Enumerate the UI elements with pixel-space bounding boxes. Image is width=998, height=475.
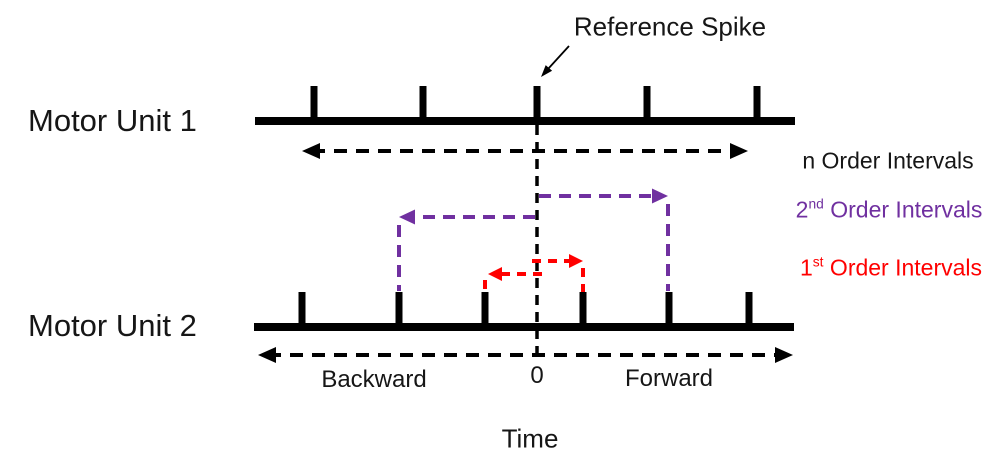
arrowhead-left-icon: [302, 143, 320, 159]
arrowhead-right-icon: [652, 188, 668, 204]
motor-unit-2-spike: [298, 292, 306, 331]
pointer-line: [547, 45, 570, 70]
motor-unit-2-spike: [395, 292, 403, 331]
zero-label: 0: [530, 361, 544, 389]
second-order-num: 2: [795, 196, 809, 223]
motor-unit-1-spike: [643, 86, 651, 125]
n-order-intervals-label: n Order Intervals: [802, 147, 974, 174]
motor-unit-1-spike: [753, 86, 761, 125]
arrowhead-left-icon: [488, 267, 502, 281]
motor-unit-1-spike: [533, 86, 541, 125]
motor-unit-2-train: [254, 292, 794, 331]
second-order-forward-arrow: [539, 188, 670, 291]
reference-spike-label: Reference Spike: [573, 11, 767, 42]
motor-unit-1-label: Motor Unit 1: [28, 102, 197, 138]
arrowhead-left-icon: [258, 347, 276, 363]
arrowhead-down-left-icon: [541, 65, 553, 77]
motor-unit-1-baseline: [255, 117, 795, 125]
time-axis-label: Time: [501, 423, 559, 454]
forward-label: Forward: [624, 364, 714, 392]
first-order-num: 1: [799, 254, 813, 281]
second-order-rest: Order Intervals: [830, 196, 983, 223]
second-order-backward-arrow: [397, 209, 535, 291]
second-order-intervals-label: 2nd Order Intervals: [796, 197, 983, 222]
first-order-intervals-label: 1st Order Intervals: [800, 255, 982, 280]
arrowhead-left-icon: [399, 209, 415, 225]
motor-unit-1-spike: [419, 86, 427, 125]
arrowhead-right-icon: [730, 143, 748, 159]
motor-unit-2-spike: [481, 292, 489, 331]
first-order-sup: st: [812, 254, 824, 270]
motor-unit-2-baseline: [254, 323, 794, 331]
motor-unit-1-train: [255, 86, 795, 125]
n-order-interval-arrow: [302, 143, 748, 159]
second-order-sup: nd: [808, 196, 824, 212]
backward-label: Backward: [321, 365, 427, 393]
motor-unit-2-spike: [745, 292, 753, 331]
arrowhead-right-icon: [569, 254, 583, 268]
arrowhead-right-icon: [775, 347, 793, 363]
motor-unit-2-label: Motor Unit 2: [28, 307, 197, 343]
motor-unit-2-spike: [579, 292, 587, 331]
time-axis-arrow: [258, 347, 793, 363]
motor-unit-1-spike: [310, 86, 318, 125]
motor-unit-2-spike: [665, 292, 673, 331]
first-order-rest: Order Intervals: [829, 254, 983, 281]
first-order-backward-arrow: [483, 267, 542, 292]
first-order-forward-arrow: [532, 254, 585, 292]
reference-spike-pointer: [541, 45, 570, 77]
